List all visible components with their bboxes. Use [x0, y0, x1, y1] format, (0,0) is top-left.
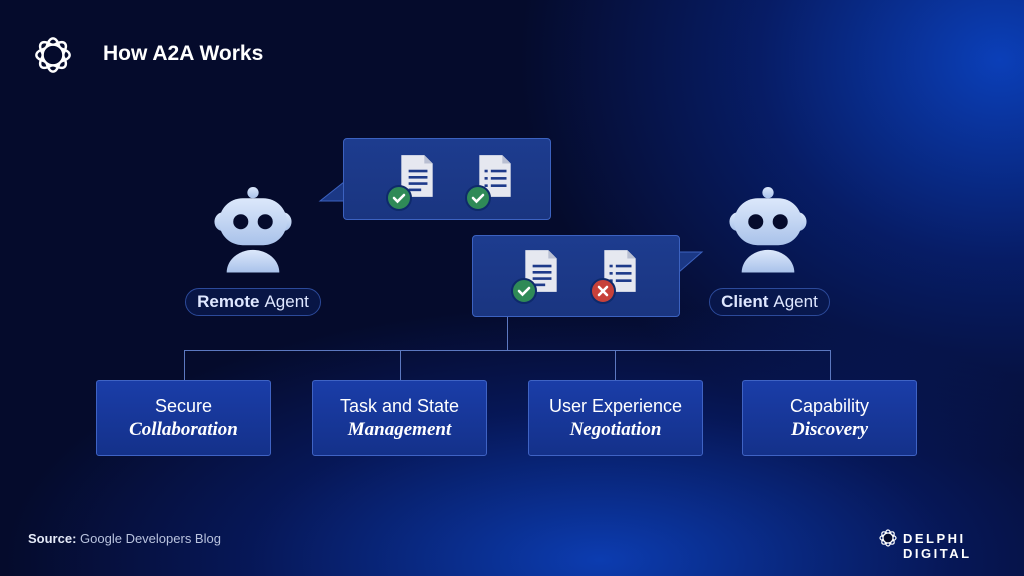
client-agent-bold: Client — [721, 292, 769, 311]
feature-line1: Task and State — [339, 396, 460, 416]
remote-message-bubble — [343, 138, 551, 220]
page-title: How A2A Works — [103, 42, 264, 65]
delphi-logo-icon — [876, 526, 900, 550]
feature-line2: Management — [347, 419, 452, 440]
check-icon — [465, 185, 491, 211]
connector-bar — [184, 350, 831, 351]
remote-agent-bold: Remote — [197, 292, 260, 311]
check-icon — [386, 185, 412, 211]
connector-drop — [400, 350, 401, 380]
remote-robot-icon — [203, 186, 303, 280]
source-label: Source: — [28, 531, 77, 546]
source-text: Google Developers Blog — [80, 531, 221, 546]
feature-line1: User Experience — [548, 396, 683, 416]
client-message-bubble — [472, 235, 680, 317]
brand-name: DELPHI DIGITAL — [903, 531, 972, 561]
remote-agent-rest: Agent — [264, 292, 309, 311]
connector-drop — [615, 350, 616, 380]
feature-line2: Negotiation — [569, 419, 662, 440]
client-agent-rest: Agent — [773, 292, 818, 311]
cross-icon — [590, 278, 616, 304]
feature-line1: Secure — [154, 396, 213, 416]
feature-line1: Capability — [789, 396, 870, 416]
client-robot-icon — [718, 186, 818, 280]
source-caption: Source: Google Developers Blog — [28, 531, 221, 546]
feature-line2: Collaboration — [129, 419, 238, 440]
feature-line2: Discovery — [790, 419, 869, 440]
connector-trunk — [507, 317, 508, 351]
connector-drop — [830, 350, 831, 380]
connector-drop — [184, 350, 185, 380]
check-icon — [511, 278, 537, 304]
